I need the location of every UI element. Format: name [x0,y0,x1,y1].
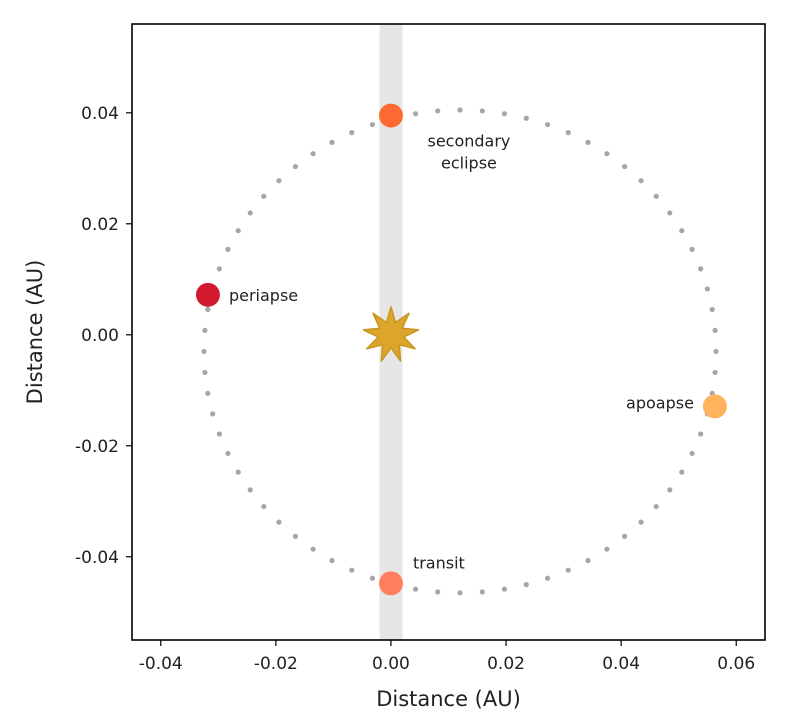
orbit-dot [679,228,685,234]
orbit-dot [310,151,316,157]
plot-frame [131,23,766,641]
orbit-dot [247,487,253,493]
orbit-dot [247,210,253,216]
orbit-dot [329,557,335,564]
y-tick-label: -0.02 [75,437,119,457]
orbit-dot [638,519,644,525]
orbit-dot [653,503,659,510]
orbit-dot [261,193,267,199]
orbit-dot [679,469,685,475]
orbit-dot [585,139,591,145]
transit-point [378,571,403,596]
orbit-dot [712,369,718,376]
orbit-dot [565,567,571,573]
orbit-dot [225,450,231,457]
orbit-dot [501,111,508,117]
star-marker [362,306,420,362]
orbit-dot [667,210,673,216]
orbit-dot [412,111,419,117]
orbit-dot [369,121,376,128]
apoapse-point [702,394,727,419]
transit-label: transit [413,553,465,572]
orbit-dot [201,348,207,355]
orbit-dot [501,586,508,592]
x-tick-label: -0.04 [139,654,183,674]
orbit-dot [585,557,591,564]
secondary-eclipse-label: eclipse [441,154,497,173]
x-tick-label: 0.04 [602,654,640,674]
orbit-dot [235,228,241,234]
secondary-eclipse-label: secondary [427,132,510,151]
orbit-dot [565,130,571,136]
orbit-dot [292,163,299,170]
orbit-dot [457,107,463,113]
orbit-dot [205,306,211,313]
y-tick-label: -0.04 [75,548,119,568]
orbit-dot [276,519,282,525]
y-tick-label: 0.00 [81,326,119,346]
y-axis-label: Distance (AU) [23,260,47,405]
orbit-dot [622,163,628,170]
orbit-dot [523,115,529,121]
orbit-dot [216,266,222,272]
orbit-dot [523,582,529,588]
periapse-label: periapse [229,286,298,305]
orbit-dot [435,589,441,595]
orbit-dot [292,533,299,539]
orbit-dot [704,286,710,292]
x-tick-label: -0.02 [254,654,298,674]
orbit-dot [544,121,551,128]
orbit-dot [479,108,485,114]
orbit-dot [712,327,718,333]
orbit-dot [698,431,704,437]
orbit-dot [210,411,216,417]
orbit-dot [349,130,355,136]
orbit-dot [457,590,463,596]
orbit-dot [310,546,316,552]
axis-ticks: -0.04 -0.02 0.00 0.02 0.04 0.06 -0.04 -0.02 0.00… [75,104,755,674]
orbit-dot [435,108,441,114]
orbit-dot [698,266,704,272]
orbit-dot [225,246,231,253]
orbit-dot [544,575,551,581]
orbit-dot [202,369,208,376]
orbit-dot [369,575,376,581]
orbit-dot [479,589,485,595]
x-tick-label: 0.02 [487,654,525,674]
orbit-dot [216,431,222,437]
periapse-point [195,282,220,307]
orbit-dot [638,178,644,184]
orbit-dot [604,151,610,157]
orbit-dot [261,503,267,510]
x-tick-label: 0.06 [717,654,755,674]
plot-area: secondary eclipse periapse apoapse transit [195,24,727,640]
orbit-dot [329,139,335,145]
orbit-dot [412,586,419,592]
y-tick-label: 0.02 [81,215,119,235]
apoapse-label: apoapse [626,393,694,412]
orbit-dot [653,193,659,199]
orbit-dot [713,348,719,355]
secondary-eclipse-point [378,103,403,128]
orbit-dot [689,450,695,457]
y-tick-label: 0.04 [81,104,119,124]
x-axis-label: Distance (AU) [376,687,521,711]
orbit-dot [689,246,695,253]
orbit-dot [235,469,241,475]
orbit-dot [205,390,211,396]
orbit-dot [202,327,208,333]
orbit-dot [349,567,355,573]
orbit-dot [622,533,628,539]
orbit-dot [709,306,715,313]
orbit-dot [604,546,610,552]
orbit-dot [667,487,673,493]
orbit-dot [276,178,282,184]
x-tick-label: 0.00 [372,654,410,674]
